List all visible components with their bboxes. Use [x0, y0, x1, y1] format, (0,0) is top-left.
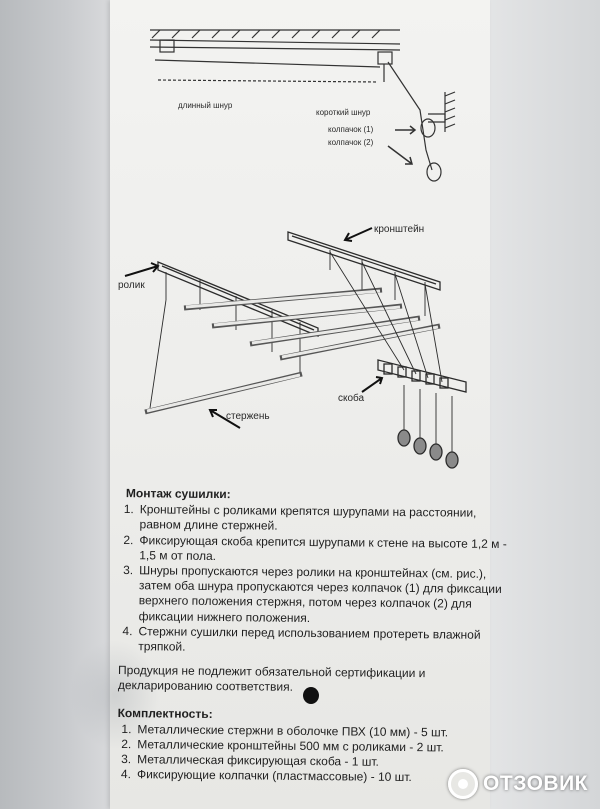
watermark: ОТЗОВИК [448, 769, 588, 799]
certification-note: Продукция не подлежит обязательной серти… [117, 663, 426, 695]
list-item: 4. Стержни сушилки перед использованием … [116, 624, 516, 659]
step-text: Кронштейны с роликами крепятся шурупами … [139, 502, 477, 534]
cords-to-clip [329, 251, 443, 383]
item-number: 1. [121, 721, 132, 736]
step-text: Шнуры пропускаются через ролики на кронш… [138, 563, 502, 625]
long-cord-label: длинный шнур [178, 101, 233, 110]
cap2-arrow [387, 145, 413, 165]
list-item: 3. Шнуры пропускаются через ролики на кр… [117, 563, 518, 628]
weight-icon [445, 451, 459, 469]
list-item: 1. Кронштейны с роликами крепятся шурупа… [118, 502, 518, 537]
list-item: 2. Фиксирующая скоба крепится шурупами к… [117, 533, 517, 568]
clip-label: скоба [338, 392, 365, 404]
right-roller [377, 51, 393, 65]
weight-icon [429, 443, 443, 461]
cap2-label: колпачок (2) [328, 138, 374, 147]
cap1-label: колпачок (1) [328, 125, 374, 134]
step-number: 1. [123, 502, 134, 517]
step-text: Стержни сушилки перед использованием про… [138, 624, 481, 654]
bracket-label: кронштейн [374, 224, 424, 235]
ceiling-hatching [150, 29, 400, 39]
fixing-clip [377, 359, 467, 393]
item-number: 3. [121, 752, 132, 767]
top-bracket-bar [149, 39, 401, 51]
short-cord-label: короткий шнур [316, 108, 371, 117]
rear-bracket [287, 231, 441, 291]
cord-to-caps [387, 61, 433, 171]
wall-hatching [428, 91, 456, 132]
weight-icon [413, 437, 427, 455]
assembly-steps: 1. Кронштейны с роликами крепятся шурупа… [116, 502, 518, 658]
item-number: 2. [121, 737, 132, 752]
background-left [0, 0, 112, 809]
ink-dot [303, 687, 319, 704]
roller-label: ролик [118, 280, 145, 291]
paper-stain [70, 640, 160, 750]
otzovik-logo-icon [448, 769, 479, 799]
long-cord-line [154, 59, 381, 68]
step-text: Фиксирующая скоба крепится шурупами к ст… [139, 532, 507, 563]
step-number: 3. [123, 563, 134, 578]
watermark-text: ОТЗОВИК [483, 772, 588, 795]
cap1-icon [420, 118, 436, 138]
step-number: 4. [122, 623, 133, 638]
label-arrows [124, 227, 384, 429]
rod-label: стержень [226, 411, 270, 422]
cap2-icon [426, 162, 442, 182]
long-cord-dashed [157, 79, 379, 83]
cap1-arrow [395, 125, 417, 135]
step-number: 2. [123, 532, 134, 547]
weight-icon [397, 429, 411, 447]
item-number: 4. [120, 767, 132, 782]
bracket-cords [199, 280, 301, 376]
left-roller [159, 39, 175, 53]
instructions-text: Монтаж сушилки: 1. Кронштейны с роликами… [115, 486, 518, 787]
